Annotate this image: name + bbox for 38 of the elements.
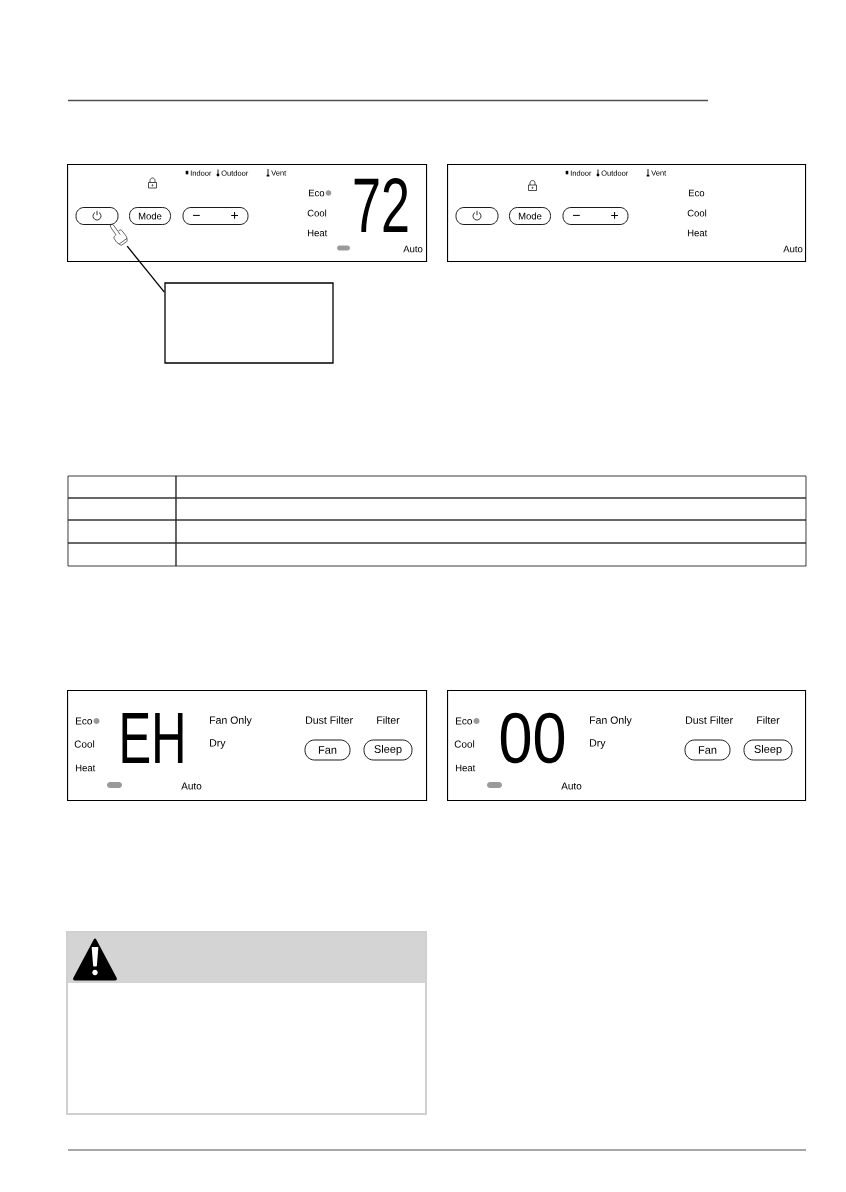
mode-label: Eco xyxy=(456,717,472,725)
mode-label: Cool xyxy=(307,209,327,217)
mode-label: Auto xyxy=(561,782,582,790)
mode-label: Auto xyxy=(403,245,423,253)
digit-display: 00 xyxy=(500,712,565,764)
mode-label: Auto xyxy=(783,245,803,253)
adjust-button: − + xyxy=(182,207,249,225)
digit-display: EH xyxy=(122,713,183,763)
mode-label: Auto xyxy=(181,782,202,790)
fan-button: Fan xyxy=(304,739,351,761)
mode-label: Fan Only xyxy=(210,716,252,726)
mode-label: Eco xyxy=(76,717,92,725)
mode-label: Cool xyxy=(74,740,95,748)
fan-button: Fan xyxy=(684,739,731,761)
mode-label: Heat xyxy=(688,229,708,237)
filter-label: Filter xyxy=(377,716,400,724)
adjust-button: − + xyxy=(562,207,629,225)
filter-label: Dust Filter xyxy=(306,716,353,724)
filter-label: Filter xyxy=(757,716,780,724)
mode-label: Heat xyxy=(308,229,328,237)
mode-label: Eco xyxy=(309,189,325,197)
digit-display: 72 xyxy=(354,178,408,232)
mode-label: Cool xyxy=(687,209,707,217)
sleep-button: Sleep xyxy=(743,739,793,761)
mode-label: Eco xyxy=(689,189,705,197)
mode-label: Heat xyxy=(456,764,476,772)
mode-label: Dry xyxy=(210,739,226,749)
mode-button: Mode xyxy=(509,207,551,225)
sleep-button: Sleep xyxy=(363,739,413,761)
mode-button: Mode xyxy=(129,207,171,225)
mode-label: Dry xyxy=(590,739,606,749)
filter-label: Dust Filter xyxy=(686,716,733,724)
hand-pointer-icon xyxy=(110,224,128,246)
mode-label: Fan Only xyxy=(590,716,632,726)
callout-box xyxy=(164,282,334,364)
mode-label: Heat xyxy=(76,764,96,772)
leader-line xyxy=(126,245,165,293)
mode-label: Cool xyxy=(454,740,475,748)
